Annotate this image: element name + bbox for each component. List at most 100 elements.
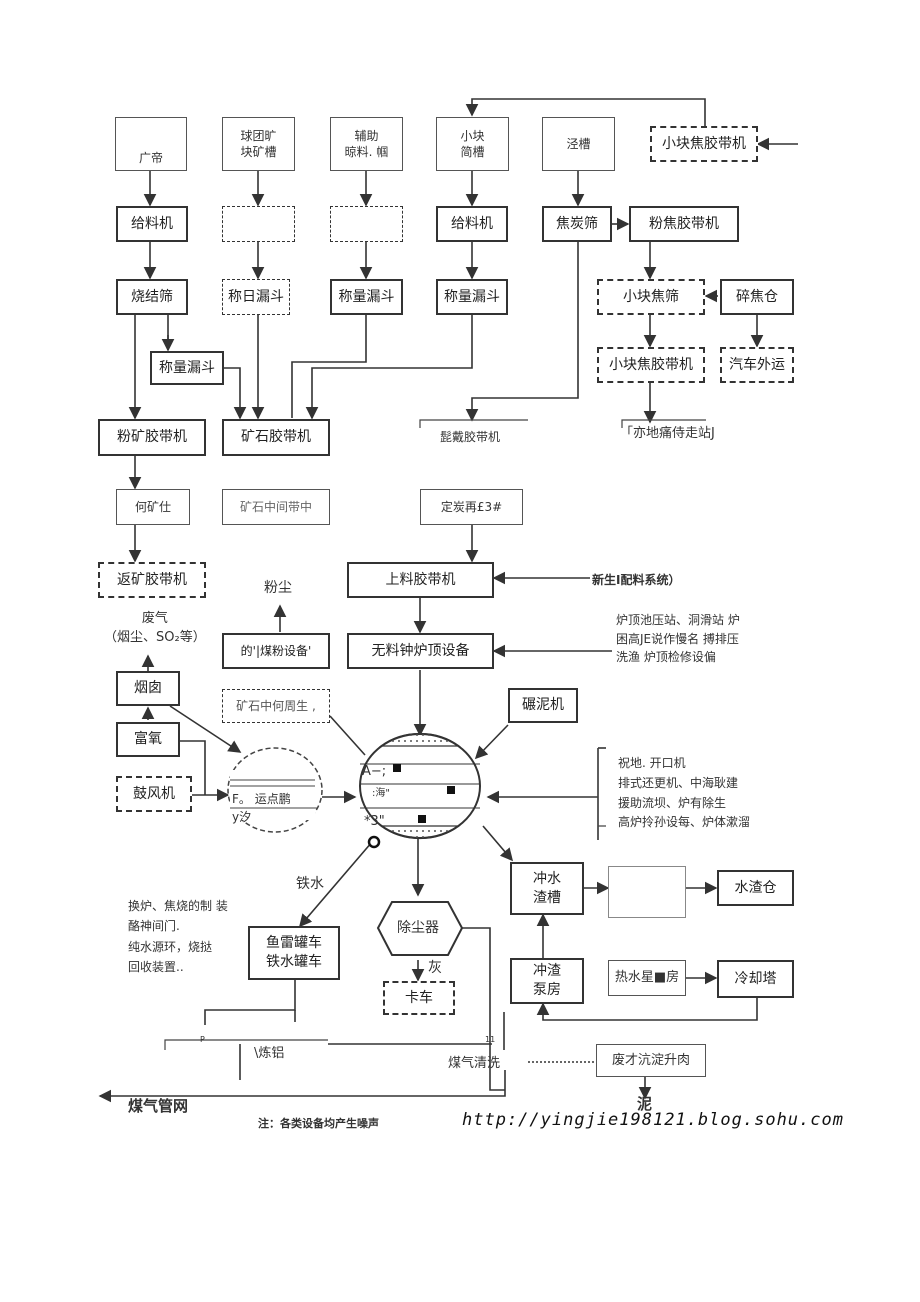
- hot-stove-sublabel: y汐: [232, 810, 252, 824]
- label: 汽车外运: [729, 356, 785, 373]
- noise-note: 注：各类设备均产生噪声: [258, 1117, 379, 1130]
- coke-bin: 泾槽: [542, 117, 615, 171]
- steelmaking-label: \炼铝: [254, 1046, 285, 1061]
- tag-11: 11: [485, 1035, 496, 1044]
- bell-less-top-equipment: 无料钟炉顶设备: [347, 633, 494, 669]
- dust-catcher-hexagon: [376, 901, 464, 956]
- label: 定炭再£3#: [440, 499, 503, 514]
- feeder-3: [330, 206, 403, 242]
- label: 废才沆淀升肉: [611, 1052, 690, 1068]
- hot-metal-label: 铁水: [296, 876, 324, 892]
- pellet-ore-bin: 球团旷 块矿槽: [222, 117, 295, 171]
- coke-screen: 焦炭筛: [542, 206, 612, 242]
- charging-belt: 上料胶带机: [347, 562, 494, 598]
- truck: 卡车: [383, 981, 455, 1015]
- hot-blast-stove: [227, 747, 323, 833]
- feeder-2: [222, 206, 295, 242]
- label: 称量漏斗: [444, 288, 500, 305]
- auxiliary-material-bin: 辅助 晾料. 帼: [330, 117, 403, 171]
- slag-pump-house: 冲渣 泵房: [510, 958, 584, 1004]
- coke-return-bin: 定炭再£3#: [420, 489, 523, 525]
- furnace-top-text: 炉顶池压站、洞滑站 炉 困高JE说作慢名 搏排压 洗渔 炉顶检修设偏: [616, 613, 740, 665]
- furnace-label-a: A−;: [362, 764, 387, 779]
- sludge-label: 泥: [637, 1095, 653, 1113]
- label: 无料钟炉顶设备: [371, 642, 470, 659]
- coke-breeze-bin: 碎焦仓: [720, 279, 794, 315]
- ore-middle-bin: 矿石中何周生 ,: [222, 689, 330, 723]
- sinter-screen: 烧结筛: [116, 279, 188, 315]
- small-coke-belt-top: 小块焦胶带机: [650, 126, 758, 162]
- label: 烧结筛: [131, 288, 173, 305]
- furnace-label-3: *3": [364, 814, 385, 829]
- label: 粉焦胶带机: [649, 215, 719, 232]
- hot-stove-label: F。 运点鹏: [232, 792, 291, 806]
- blast-furnace: [359, 732, 481, 849]
- label: 何矿仕: [134, 499, 171, 514]
- label: 的'|煤粉设备': [240, 643, 312, 658]
- feeder-1: 给料机: [116, 206, 188, 242]
- coke-powder-belt: 粉焦胶带机: [629, 206, 739, 242]
- waste-gas-label: 废气 （烟尘、SO₂等）: [104, 611, 206, 645]
- dust-label: 粉尘: [264, 580, 292, 596]
- coke-belt-label: 髭戴胶带机: [440, 430, 501, 444]
- tag-p: P: [200, 1035, 205, 1044]
- label: 给料机: [131, 215, 173, 232]
- blower: 鼓风机: [116, 776, 192, 812]
- ore-belt: 矿石胶带机: [222, 419, 330, 456]
- mud-gun: 碾泥机: [508, 688, 578, 723]
- weigh-hopper-2: 称日漏斗: [222, 279, 290, 315]
- label: 小块焦筛: [623, 288, 679, 305]
- truck-outbound: 汽车外运: [720, 347, 794, 383]
- label: 冷却塔: [734, 970, 777, 987]
- label: 上料胶带机: [385, 571, 456, 588]
- label: 称量漏斗: [159, 359, 215, 376]
- weigh-hopper-5: 称量漏斗: [150, 351, 224, 385]
- small-coke-screen: 小块焦筛: [597, 279, 705, 315]
- label: 富氧: [134, 731, 162, 748]
- fine-ore-belt: 粉矿胶带机: [98, 419, 206, 456]
- label: 返矿胶带机: [117, 571, 187, 588]
- furnace-label-hai: :海": [372, 788, 390, 799]
- slag-granulation-tank: 冲水 渣槽: [510, 862, 584, 915]
- sedimentation-tank: 废才沆淀升肉: [596, 1044, 706, 1077]
- coal-powder-equipment: 的'|煤粉设备': [222, 633, 330, 669]
- return-ore-belt: 返矿胶带机: [98, 562, 206, 598]
- stove-valves-text: 换炉、焦烧的制 装 酪神间门. 纯水源环，烧挞 回收装置..: [128, 899, 228, 975]
- oxygen-supply: 富氧: [116, 722, 180, 757]
- label: 称日漏斗: [228, 288, 284, 305]
- label: 焦炭筛: [556, 215, 598, 232]
- slag-bin: 水渣仓: [717, 870, 794, 906]
- label: 小块焦胶带机: [609, 356, 693, 373]
- weigh-hopper-3: 称量漏斗: [330, 279, 403, 315]
- label: 矿石中间带中: [239, 499, 312, 514]
- label: 小块 简槽: [460, 128, 485, 159]
- label: 给料机: [451, 215, 493, 232]
- label: 卡车: [405, 989, 433, 1006]
- label: 矿石胶带机: [241, 429, 311, 446]
- source-url: http://yingjie198121.blog.sohu.com: [462, 1110, 844, 1130]
- label: 冲渣 泵房: [533, 963, 561, 998]
- raw-ore-bin: 广帝: [115, 117, 187, 171]
- label: 称量漏斗: [338, 288, 395, 305]
- chimney: 烟囱: [116, 671, 180, 706]
- label: 泾槽: [566, 136, 591, 151]
- weigh-hopper-4: 称量漏斗: [436, 279, 508, 315]
- small-block-bin: 小块 简槽: [436, 117, 509, 171]
- label: 粉矿胶带机: [117, 429, 187, 446]
- label: 广帝: [138, 150, 163, 165]
- cooling-tower: 冷却塔: [717, 960, 794, 998]
- label: 辅助 晾料. 帼: [344, 128, 389, 159]
- torpedo-car: 鱼雷罐车 铁水罐车: [248, 926, 340, 980]
- hot-water-pump-house: 热水星■房: [608, 960, 686, 996]
- label: 碾泥机: [522, 697, 564, 714]
- feeder-4: 给料机: [436, 206, 508, 242]
- new-batching-system: 新生I配料系统）: [592, 573, 681, 587]
- ore-bin-mid: 何矿仕: [116, 489, 190, 525]
- label: 水渣仓: [734, 879, 777, 896]
- small-coke-belt-2: 小块焦胶带机: [597, 347, 705, 383]
- label: 热水星■房: [614, 970, 680, 986]
- label: 矿石中何周生 ,: [236, 698, 316, 713]
- label: 鱼雷罐车 铁水罐车: [266, 935, 322, 970]
- cast-house-text: 祝地. 开口机 排式还更机、中海耿建 援助流坝、炉有除生 高炉拎孙设每、炉体漱溜: [618, 756, 751, 830]
- label: 冲水 渣槽: [533, 870, 561, 906]
